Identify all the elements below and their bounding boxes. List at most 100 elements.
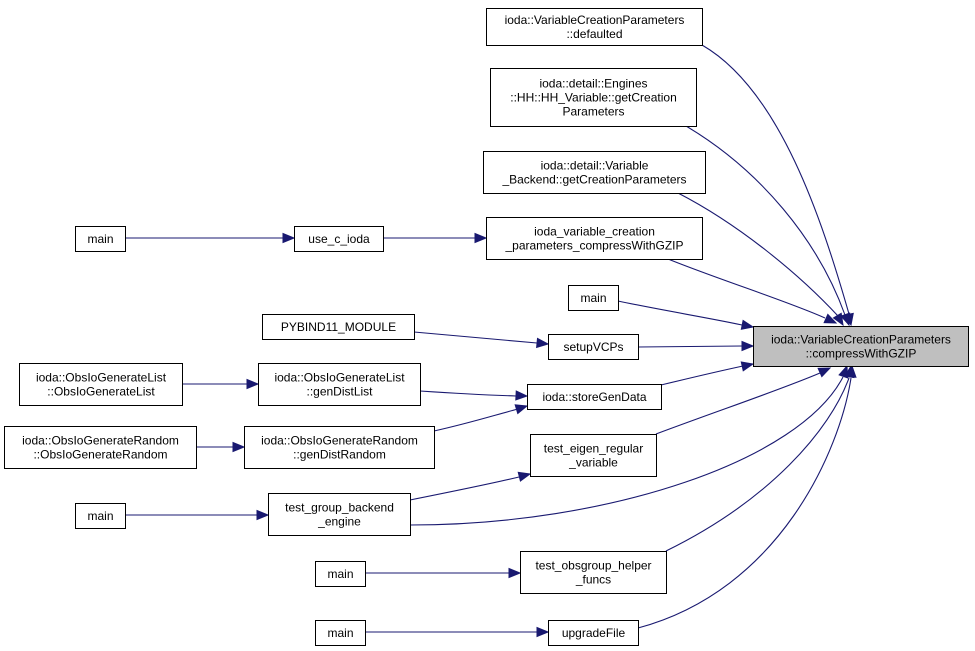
edge-upgrade-to-target xyxy=(637,364,857,629)
edge-main1-to-use_c_ioda xyxy=(125,232,296,244)
edge-main5-to-upgrade xyxy=(365,626,550,638)
node-label: test_eigen_regular xyxy=(544,442,643,456)
node-label: ::defaulted xyxy=(566,27,622,41)
node-box xyxy=(4,426,197,469)
node-label: main xyxy=(87,509,113,523)
node-label: ::HH::HH_Variable::getCreation xyxy=(510,91,677,105)
node-label: use_c_ioda xyxy=(308,232,370,246)
node-box xyxy=(548,334,639,360)
edge-arrowhead xyxy=(536,626,550,638)
edge-arrowhead xyxy=(282,232,296,244)
edge-main3-to-backend xyxy=(125,509,270,521)
node-label: ioda::ObsIoGenerateRandom xyxy=(261,434,418,448)
edge-line xyxy=(677,192,839,317)
edge-line xyxy=(637,345,743,348)
edge-line xyxy=(409,376,844,526)
node-hh_getcp[interactable]: ioda::detail::Engines::HH::HH_Variable::… xyxy=(490,68,697,127)
node-label: ioda::ObsIoGenerateList xyxy=(274,371,405,385)
edge-use_c_ioda-to-ivcp xyxy=(383,232,488,244)
node-box xyxy=(568,285,619,311)
edge-storegen-to-target xyxy=(660,361,755,386)
node-label: _parameters_compressWithGZIP xyxy=(504,239,683,253)
node-label: ioda::VariableCreationParameters xyxy=(505,13,685,27)
edge-ivcp-to-target xyxy=(667,258,838,324)
node-label: ::compressWithGZIP xyxy=(806,347,917,361)
edge-arrowhead xyxy=(846,364,857,378)
edge-hh_getcp-to-target xyxy=(685,125,851,327)
node-backend[interactable]: test_group_backend_engine xyxy=(268,493,411,536)
node-label: test_group_backend xyxy=(285,501,394,515)
edge-line xyxy=(433,408,519,432)
edge-line xyxy=(667,258,826,319)
node-box xyxy=(753,326,969,367)
node-main5[interactable]: main xyxy=(315,620,366,646)
node-box xyxy=(315,620,366,646)
edge-arrowhead xyxy=(517,471,532,482)
node-label: ioda::detail::Engines xyxy=(539,77,647,91)
nodes-layer: ioda::VariableCreationParameters::compre… xyxy=(4,8,969,646)
node-storegen[interactable]: ioda::storeGenData xyxy=(527,384,662,410)
edge-line xyxy=(617,300,743,326)
node-pybind[interactable]: PYBIND11_MODULE xyxy=(262,314,415,340)
node-label: ioda::detail::Variable xyxy=(541,159,649,173)
edge-backend-to-eigen xyxy=(409,471,532,501)
edge-arrowhead xyxy=(536,337,550,349)
node-gendistlist[interactable]: ioda::ObsIoGenerateList::genDistList xyxy=(258,363,421,406)
node-label: test_obsgroup_helper xyxy=(535,559,651,573)
node-label: _variable xyxy=(568,456,618,470)
node-label: ioda::ObsIoGenerateRandom xyxy=(22,434,179,448)
node-target[interactable]: ioda::VariableCreationParameters::compre… xyxy=(753,326,969,367)
node-ivcp[interactable]: ioda_variable_creation_parameters_compre… xyxy=(486,217,703,260)
node-box xyxy=(19,363,183,406)
node-vb_getcp[interactable]: ioda::detail::Variable_Backend::getCreat… xyxy=(483,151,706,194)
node-label: ::genDistRandom xyxy=(293,448,386,462)
edge-arrowhead xyxy=(823,313,838,324)
node-box xyxy=(530,434,657,477)
node-label: ::genDistList xyxy=(306,385,373,399)
node-setupvcps[interactable]: setupVCPs xyxy=(548,334,639,360)
edge-arrowhead xyxy=(508,567,522,579)
node-box xyxy=(527,384,662,410)
edge-arrowhead xyxy=(256,509,270,521)
node-box xyxy=(483,151,706,194)
node-label: _Backend::getCreationParameters xyxy=(501,173,686,187)
edge-arrowhead xyxy=(740,361,755,372)
node-obsgroup[interactable]: test_obsgroup_helper_funcs xyxy=(520,551,667,594)
node-box xyxy=(315,561,366,587)
node-label: ::ObsIoGenerateList xyxy=(47,385,155,399)
node-upgrade[interactable]: upgradeFile xyxy=(548,620,639,646)
node-box xyxy=(262,314,415,340)
node-box xyxy=(75,226,126,252)
edge-arrowhead xyxy=(514,404,529,415)
node-main3[interactable]: main xyxy=(75,503,126,529)
node-label: ioda::VariableCreationParameters xyxy=(771,333,951,347)
node-box xyxy=(75,503,126,529)
edge-oigl-to-gendistlist xyxy=(182,378,260,390)
node-label: main xyxy=(327,626,353,640)
edge-line xyxy=(419,390,517,397)
edge-gendistrandom-to-storegen xyxy=(433,404,529,432)
node-gendistrandom[interactable]: ioda::ObsIoGenerateRandom::genDistRandom xyxy=(244,426,435,469)
edge-line xyxy=(637,377,852,629)
node-main1[interactable]: main xyxy=(75,226,126,252)
node-main2[interactable]: main xyxy=(568,285,619,311)
node-box xyxy=(520,551,667,594)
node-defaulted[interactable]: ioda::VariableCreationParameters::defaul… xyxy=(486,8,703,46)
node-main4[interactable]: main xyxy=(315,561,366,587)
node-oigr[interactable]: ioda::ObsIoGenerateRandom::ObsIoGenerate… xyxy=(4,426,197,469)
node-eigen[interactable]: test_eigen_regular_variable xyxy=(530,434,657,477)
edge-line xyxy=(409,476,520,501)
node-label: _engine xyxy=(317,515,361,529)
node-box xyxy=(244,426,435,469)
edge-setupvcps-to-target xyxy=(637,340,755,352)
node-label: upgradeFile xyxy=(562,626,626,640)
node-label: main xyxy=(327,567,353,581)
node-box xyxy=(486,217,703,260)
edge-line xyxy=(701,44,850,315)
node-box xyxy=(258,363,421,406)
edge-arrowhead xyxy=(232,441,246,453)
node-oigl[interactable]: ioda::ObsIoGenerateList::ObsIoGenerateLi… xyxy=(19,363,183,406)
node-use_c_ioda[interactable]: use_c_ioda xyxy=(294,226,384,252)
node-box xyxy=(294,226,384,252)
